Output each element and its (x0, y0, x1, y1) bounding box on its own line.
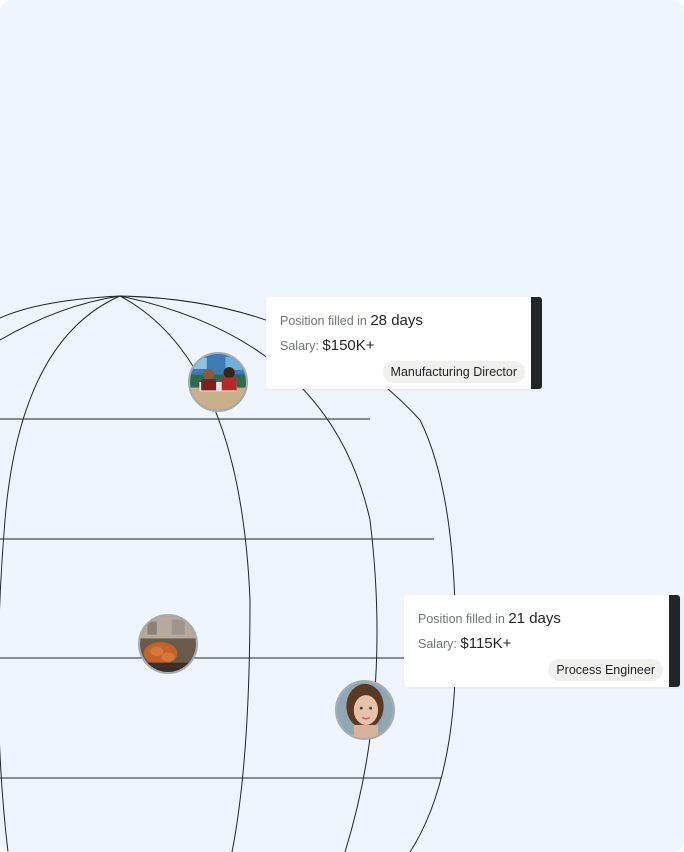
card-accent-bar (531, 297, 542, 389)
globe-meridian (119, 295, 378, 852)
salary-text: Salary: $150K+ (280, 337, 528, 354)
fill-time-days: 28 days (370, 312, 423, 329)
card-accent-bar (669, 595, 680, 687)
fill-time-text: Position filled in 21 days (418, 610, 666, 627)
fill-time-days: 21 days (508, 610, 561, 627)
globe-meridian (0, 295, 121, 852)
office-team-photo (190, 354, 246, 410)
salary-value: $115K+ (460, 635, 512, 652)
woman-portrait-photo (337, 682, 393, 738)
knitting-yarn-photo (140, 616, 196, 672)
salary-label: Salary: (280, 339, 319, 353)
role-tag: Process Engineer (548, 659, 663, 681)
fill-time-prefix: Position filled in (418, 612, 505, 626)
salary-value: $150K+ (322, 337, 375, 354)
role-tag: Manufacturing Director (382, 361, 525, 383)
globe-meridian (0, 295, 121, 319)
avatar-office-team[interactable] (188, 352, 248, 412)
fill-time-prefix: Position filled in (280, 314, 367, 328)
fill-time-text: Position filled in 28 days (280, 312, 528, 329)
salary-text: Salary: $115K+ (418, 635, 666, 652)
globe-meridian (0, 295, 121, 341)
avatar-woman-portrait[interactable] (335, 680, 395, 740)
hire-card-manufacturing-director[interactable]: Position filled in 28 days Salary: $150K… (266, 297, 542, 389)
salary-label: Salary: (418, 637, 457, 651)
hire-card-process-engineer[interactable]: Position filled in 21 days Salary: $115K… (404, 595, 680, 687)
avatar-knitting-yarn[interactable] (138, 614, 198, 674)
